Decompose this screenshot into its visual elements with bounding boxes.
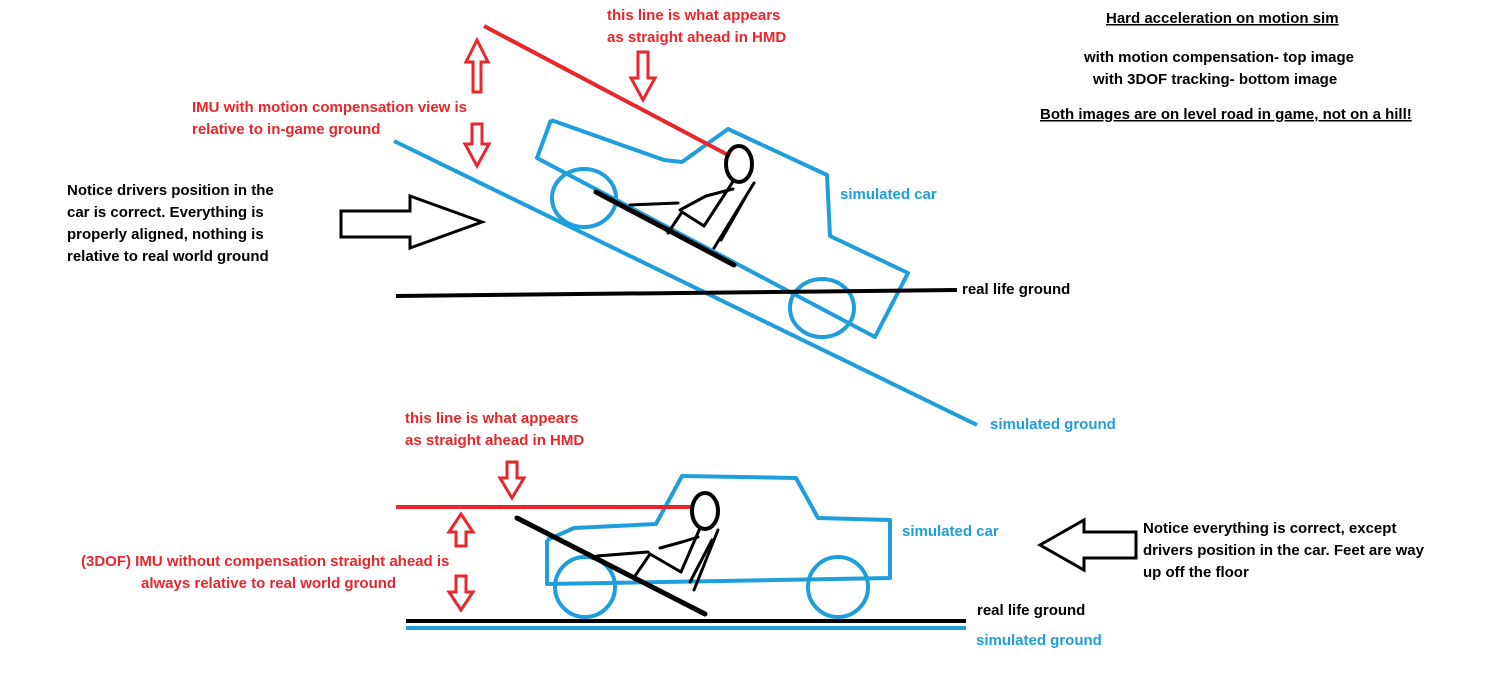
top-hmd-view-line	[483, 24, 731, 158]
bottom-imu-note-1: (3DOF) IMU without compensation straight…	[81, 553, 449, 570]
top-down-arrow-icon	[462, 122, 492, 170]
bottom-driver-figure	[514, 491, 720, 617]
top-hmd-down-arrow-icon	[628, 50, 658, 104]
top-driver-torso	[702, 178, 736, 228]
bottom-simulated-car-label: simulated car	[902, 523, 999, 540]
bottom-imu-note-2: always relative to real world ground	[141, 575, 396, 592]
top-up-arrow-icon	[463, 36, 491, 94]
bottom-car-rear-wheel	[806, 555, 870, 619]
top-imu-note-1: IMU with motion compensation view is	[192, 99, 467, 116]
bottom-scene: this line is what appears as straight ah…	[81, 410, 1425, 649]
top-scene: this line is what appears as straight ah…	[67, 7, 1116, 433]
header: Hard acceleration on motion sim with mot…	[1040, 10, 1412, 123]
bottom-hmd-note-1: this line is what appears	[405, 410, 578, 427]
bottom-up-arrow-icon	[446, 511, 476, 548]
top-left-note-line: car is correct. Everything is	[67, 204, 264, 221]
top-left-note-line: relative to real world ground	[67, 248, 269, 265]
top-simulated-ground-label: simulated ground	[990, 416, 1116, 433]
bottom-down-arrow-icon	[446, 574, 476, 613]
bottom-right-note-line: Notice everything is correct, except	[1143, 520, 1396, 537]
bottom-hmd-note-2: as straight ahead in HMD	[405, 432, 584, 449]
top-driver-forearm	[678, 194, 708, 212]
top-driver-steering	[628, 201, 680, 207]
top-right-arrow-icon	[339, 193, 487, 251]
top-hmd-note-2: as straight ahead in HMD	[607, 29, 786, 46]
header-line-2: with 3DOF tracking- bottom image	[1092, 71, 1337, 88]
bottom-driver-head	[690, 491, 720, 531]
bottom-right-note-line: up off the floor	[1143, 564, 1249, 581]
top-simulated-ground-line	[393, 139, 978, 427]
header-line-1: with motion compensation- top image	[1083, 49, 1354, 66]
bottom-driver-shin	[633, 552, 652, 578]
top-car-floor	[593, 189, 737, 268]
top-driver-figure	[593, 144, 756, 268]
bottom-driver-forearm	[658, 540, 684, 550]
bottom-driver-steering	[595, 550, 650, 558]
top-simulated-car-label: simulated car	[840, 186, 937, 203]
bottom-left-arrow-icon	[1036, 517, 1138, 573]
bottom-simulated-car-body	[545, 474, 892, 586]
top-car-rear-wheel	[788, 277, 856, 339]
top-car-front-wheel	[550, 167, 618, 229]
bottom-hmd-down-arrow-icon	[497, 460, 527, 501]
top-imu-note-2: relative to in-game ground	[192, 121, 380, 138]
bottom-car-floor	[514, 515, 708, 617]
top-real-life-ground-label: real life ground	[962, 281, 1070, 298]
top-driver-head	[724, 144, 754, 184]
header-note: Both images are on level road in game, n…	[1040, 106, 1412, 123]
top-driver-thigh	[680, 210, 706, 228]
bottom-seat-back	[692, 528, 720, 592]
top-left-note-line: Notice drivers position in the	[67, 182, 274, 199]
top-hmd-note-1: this line is what appears	[607, 7, 780, 24]
bottom-real-life-ground-label: real life ground	[977, 602, 1085, 619]
bottom-driver-thigh	[648, 552, 683, 574]
bottom-right-note-line: drivers position in the car. Feet are wa…	[1143, 542, 1425, 559]
bottom-simulated-ground-label: simulated ground	[976, 632, 1102, 649]
top-real-life-ground-line	[395, 288, 958, 298]
bottom-driver-torso	[679, 526, 702, 574]
bottom-car-front-wheel	[553, 555, 617, 619]
top-seat-back-inner	[719, 196, 747, 242]
bottom-driver-upper-arm	[680, 535, 700, 544]
top-driver-upper-arm	[704, 187, 735, 198]
header-title: Hard acceleration on motion sim	[1106, 10, 1339, 27]
top-left-note-line: properly aligned, nothing is	[67, 226, 264, 243]
bottom-seat-back-inner	[688, 538, 714, 584]
